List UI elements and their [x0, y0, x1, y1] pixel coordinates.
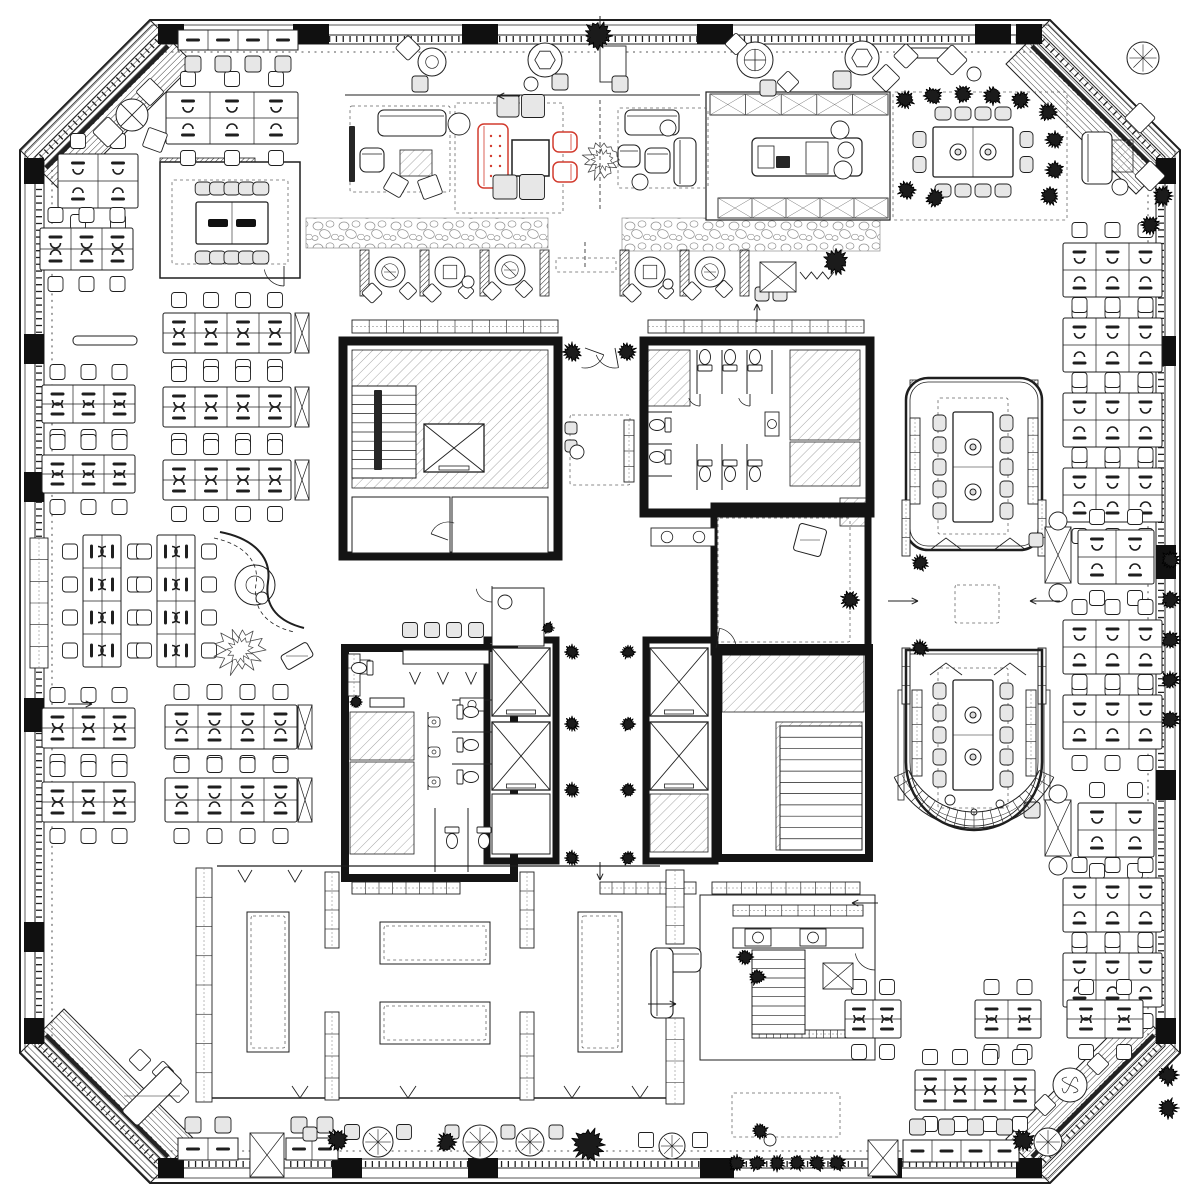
- cabinet-row: [709, 93, 889, 219]
- plant: [213, 21, 1181, 1173]
- x-cabinet: [249, 261, 1072, 1178]
- core-wall: [338, 336, 875, 882]
- lounge-chair: [92, 33, 1166, 1148]
- window-bench: [177, 29, 1020, 1163]
- stool: [302, 70, 1044, 1142]
- sofa: [359, 109, 1113, 1019]
- desk-cluster: [39, 71, 1163, 1132]
- pebble-paving: [305, 217, 881, 252]
- side-table: [255, 66, 1129, 1147]
- dashed-line: [584, 100, 601, 268]
- urinal: [427, 716, 441, 788]
- stair: [351, 385, 863, 1035]
- elevator: [423, 423, 709, 791]
- sink: [459, 411, 827, 947]
- rotated-table: [122, 523, 827, 1126]
- zigzag-decor: [799, 271, 835, 280]
- door-swing: [263, 266, 876, 971]
- special-outline: [213, 531, 1044, 832]
- door-chevron: [237, 537, 1027, 1099]
- toilet: [351, 349, 763, 849]
- perimeter-column: [24, 24, 1176, 1178]
- meeting-table: [194, 106, 1034, 791]
- equipment-bar: [349, 126, 790, 470]
